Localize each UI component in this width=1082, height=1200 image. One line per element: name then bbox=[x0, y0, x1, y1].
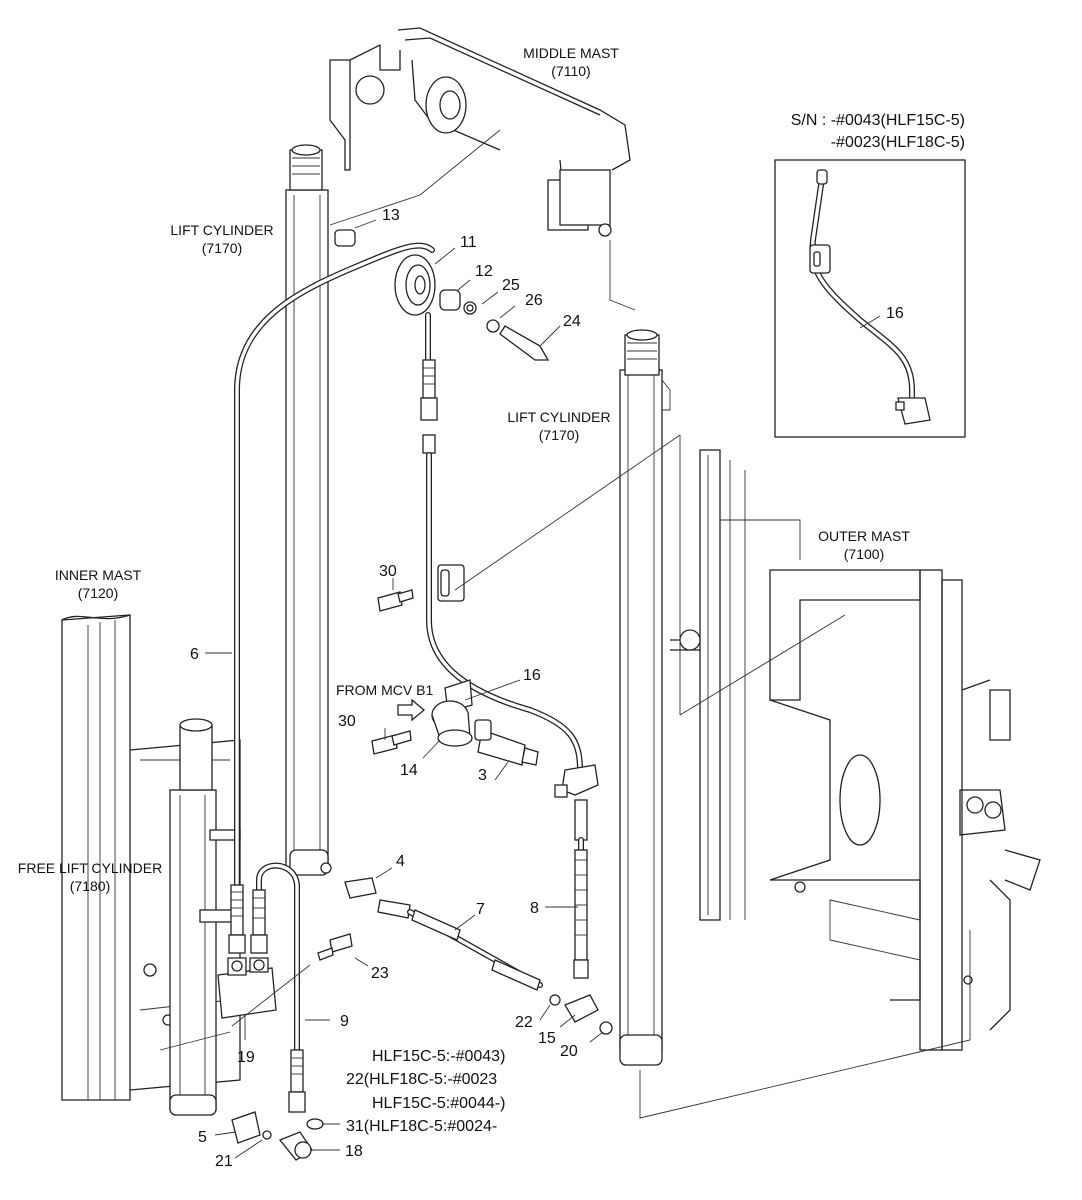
free-lift-cylinder bbox=[169, 718, 241, 1116]
part-13: 13 bbox=[382, 207, 400, 224]
outer-mast-frame bbox=[670, 449, 1041, 1051]
part-21: 21 bbox=[215, 1153, 233, 1170]
lift-cylinder-right-code: (7170) bbox=[539, 427, 579, 443]
valve-3 bbox=[474, 719, 539, 766]
note-hlf15c-0043: HLF15C-5:-#0043) bbox=[372, 1048, 505, 1065]
hose-9 bbox=[250, 862, 306, 1113]
inner-mast-code: (7120) bbox=[78, 585, 118, 601]
elbow-18 bbox=[278, 1131, 313, 1161]
part-25: 25 bbox=[502, 277, 520, 294]
free-lift-cylinder-code: (7180) bbox=[70, 878, 110, 894]
fitting-5 bbox=[231, 1111, 261, 1144]
bolt-30-lower bbox=[371, 730, 412, 755]
part-22: 22 bbox=[515, 1014, 533, 1031]
left-lift-cylinder bbox=[285, 144, 332, 876]
part-30-lower: 30 bbox=[338, 713, 356, 730]
oring-31 bbox=[306, 1118, 324, 1130]
hose-8 bbox=[564, 799, 599, 1023]
middle-mast-label: MIDDLE MAST bbox=[523, 45, 619, 61]
middle-mast-code: (7110) bbox=[551, 63, 590, 79]
part-30-upper: 30 bbox=[379, 563, 397, 580]
right-lift-cylinder bbox=[619, 329, 671, 1066]
part-11: 11 bbox=[460, 234, 477, 251]
part-7: 7 bbox=[476, 901, 485, 918]
inset-part-number: 16 bbox=[886, 305, 904, 322]
part-18: 18 bbox=[345, 1143, 363, 1160]
lift-cylinder-left-code: (7170) bbox=[202, 240, 242, 256]
sheave-assembly bbox=[334, 229, 550, 361]
part-9: 9 bbox=[340, 1013, 349, 1030]
part-3: 3 bbox=[478, 767, 487, 784]
part-15: 15 bbox=[538, 1030, 556, 1047]
bolt-23 bbox=[317, 933, 353, 961]
bolt-30-upper bbox=[377, 589, 414, 612]
pipe-16 bbox=[420, 312, 599, 798]
part-numbers: 13 11 12 25 26 24 30 6 16 30 14 3 4 7 8 … bbox=[190, 207, 581, 1170]
part-19: 19 bbox=[237, 1049, 255, 1066]
from-mcv-label: FROM MCV B1 bbox=[336, 682, 433, 698]
component-labels: MIDDLE MAST (7110) LIFT CYLINDER (7170) … bbox=[18, 45, 911, 894]
oring-21 bbox=[262, 1130, 272, 1140]
part-6: 6 bbox=[190, 646, 199, 663]
oring-25 bbox=[466, 304, 474, 312]
serial-notes: HLF15C-5:-#0043) 22(HLF18C-5:-#0023 HLF1… bbox=[346, 1048, 505, 1135]
part-24: 24 bbox=[563, 313, 581, 330]
flow-arrow-icon bbox=[397, 698, 426, 722]
part-12: 12 bbox=[475, 263, 493, 280]
inner-mast-label: INNER MAST bbox=[55, 567, 142, 583]
serial-note-line2: -#0023(HLF18C-5) bbox=[831, 134, 965, 151]
note-22-hlf18c-0023: 22(HLF18C-5:-#0023 bbox=[346, 1071, 497, 1088]
oring-22 bbox=[549, 994, 561, 1006]
part-16: 16 bbox=[523, 667, 541, 684]
clamp-14 bbox=[431, 679, 473, 747]
serial-note: S/N : -#0043(HLF15C-5) -#0023(HLF18C-5) … bbox=[791, 112, 965, 322]
leader-lines bbox=[159, 219, 971, 1159]
outer-mast-code: (7100) bbox=[844, 546, 884, 562]
part-5: 5 bbox=[198, 1129, 207, 1146]
middle-mast-frame bbox=[329, 27, 636, 311]
note-hlf15c-0044: HLF15C-5:#0044-) bbox=[372, 1095, 505, 1112]
part-4: 4 bbox=[396, 853, 405, 870]
part-23: 23 bbox=[371, 965, 389, 982]
serial-note-line1: S/N : -#0043(HLF15C-5) bbox=[791, 112, 965, 129]
free-lift-cylinder-label: FREE LIFT CYLINDER bbox=[18, 860, 162, 876]
lift-cylinder-left-label: LIFT CYLINDER bbox=[170, 222, 273, 238]
serial-inset-box bbox=[774, 159, 966, 438]
hose-6 bbox=[228, 242, 435, 954]
hose-7 bbox=[344, 877, 543, 991]
part-26: 26 bbox=[525, 292, 543, 309]
oring-20 bbox=[599, 1021, 613, 1035]
part-8: 8 bbox=[530, 900, 539, 917]
lift-cylinder-right-label: LIFT CYLINDER bbox=[507, 409, 610, 425]
note-31-hlf18c-0024: 31(HLF18C-5:#0024- bbox=[346, 1118, 497, 1135]
part-20: 20 bbox=[560, 1043, 578, 1060]
block-19 bbox=[217, 957, 277, 1019]
part-14: 14 bbox=[400, 762, 418, 779]
outer-mast-label: OUTER MAST bbox=[818, 528, 910, 544]
